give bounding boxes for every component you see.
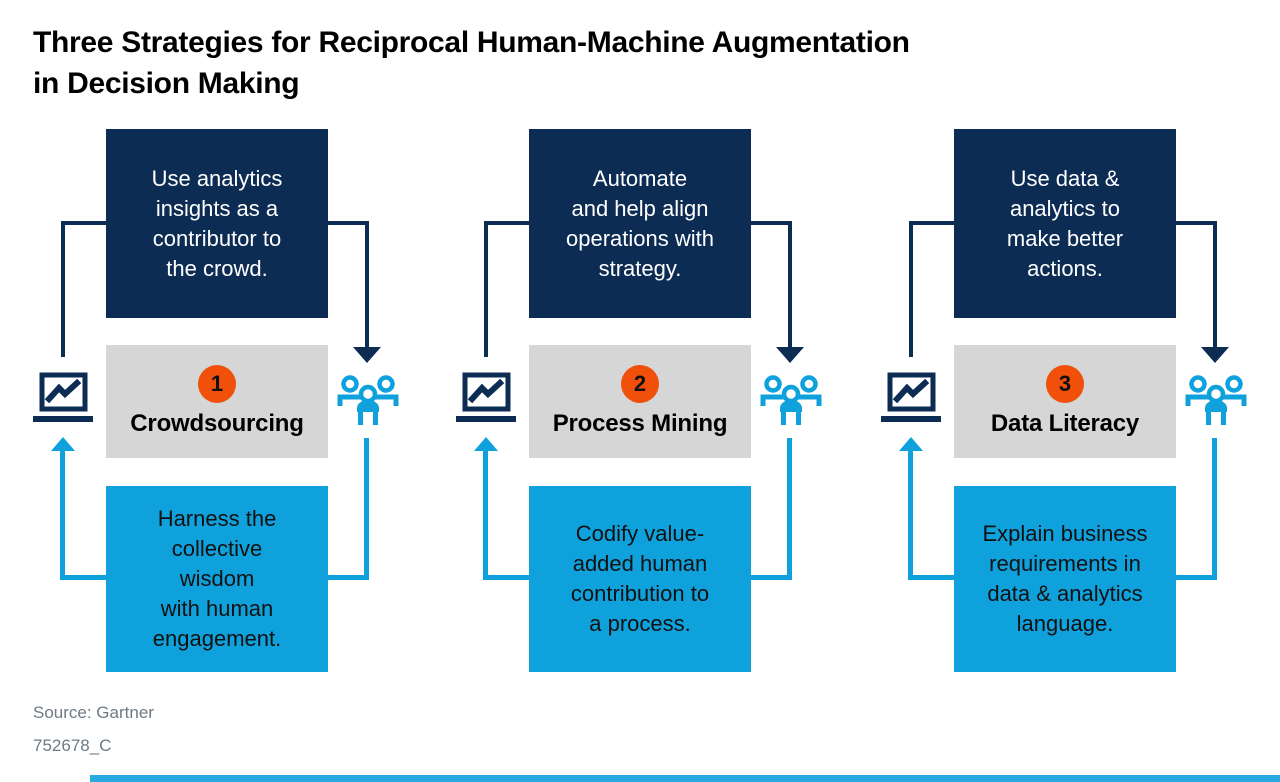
arrow-down-icon xyxy=(353,347,381,363)
strategy-column-3: Use data & analytics to make better acti… xyxy=(879,129,1251,672)
connector-line xyxy=(909,221,913,357)
connector-line xyxy=(61,221,106,225)
strategy-number-badge: 3 xyxy=(1046,365,1084,403)
strategy-number-badge: 2 xyxy=(621,365,659,403)
connector-line xyxy=(1212,438,1217,580)
strategy-number-badge: 1 xyxy=(198,365,236,403)
connector-line xyxy=(61,221,65,357)
connector-line xyxy=(364,438,369,580)
connector-line xyxy=(483,450,488,580)
arrow-up-icon xyxy=(474,437,498,451)
machine-contribution-text: Use analytics insights as a contributor … xyxy=(151,165,283,281)
laptop-analytics-icon xyxy=(31,372,95,428)
connector-line xyxy=(484,221,529,225)
strategy-name: Data Literacy xyxy=(990,410,1140,437)
page-title: Three Strategies for Reciprocal Human-Ma… xyxy=(33,26,910,100)
strategy-box: 1 Crowdsourcing xyxy=(106,345,328,458)
crowd-icon xyxy=(760,374,822,426)
connector-line xyxy=(788,221,792,347)
connector-line xyxy=(1176,221,1217,225)
machine-contribution-box: Automate and help align operations with … xyxy=(529,129,751,318)
strategy-box: 2 Process Mining xyxy=(529,345,751,458)
human-contribution-box: Harness the collective wisdom with human… xyxy=(106,486,328,672)
arrow-up-icon xyxy=(899,437,923,451)
laptop-analytics-icon xyxy=(879,372,943,428)
crowd-icon xyxy=(337,374,399,426)
connector-line xyxy=(751,221,792,225)
human-contribution-text: Codify value- added human contribution t… xyxy=(570,521,710,636)
source-attribution: Source: Gartner xyxy=(33,703,154,722)
connector-line xyxy=(1213,221,1217,347)
machine-contribution-text: Automate and help align operations with … xyxy=(566,165,714,281)
connector-line xyxy=(787,438,792,580)
laptop-analytics-icon xyxy=(454,372,518,428)
arrow-up-icon xyxy=(51,437,75,451)
strategy-name: Crowdsourcing xyxy=(130,410,304,437)
connector-line xyxy=(365,221,369,347)
strategy-box: 3 Data Literacy xyxy=(954,345,1176,458)
machine-contribution-text: Use data & analytics to make better acti… xyxy=(1006,165,1124,281)
strategy-name: Process Mining xyxy=(552,410,728,437)
machine-contribution-box: Use analytics insights as a contributor … xyxy=(106,129,328,318)
connector-line xyxy=(328,221,369,225)
human-contribution-box: Explain business requirements in data & … xyxy=(954,486,1176,672)
connector-line xyxy=(909,221,954,225)
crowd-icon xyxy=(1185,374,1247,426)
arrow-down-icon xyxy=(776,347,804,363)
human-contribution-text: Harness the collective wisdom with human… xyxy=(152,506,282,651)
figure-id: 752678_C xyxy=(33,736,112,755)
arrow-down-icon xyxy=(1201,347,1229,363)
connector-line xyxy=(484,221,488,357)
human-contribution-box: Codify value- added human contribution t… xyxy=(529,486,751,672)
connector-line xyxy=(908,450,913,580)
strategy-column-2: Automate and help align operations with … xyxy=(454,129,826,672)
machine-contribution-box: Use data & analytics to make better acti… xyxy=(954,129,1176,318)
human-contribution-text: Explain business requirements in data & … xyxy=(982,521,1148,636)
footer-accent-bar xyxy=(90,775,1280,782)
connector-line xyxy=(60,450,65,580)
strategy-column-1: Use analytics insights as a contributor … xyxy=(31,129,403,672)
